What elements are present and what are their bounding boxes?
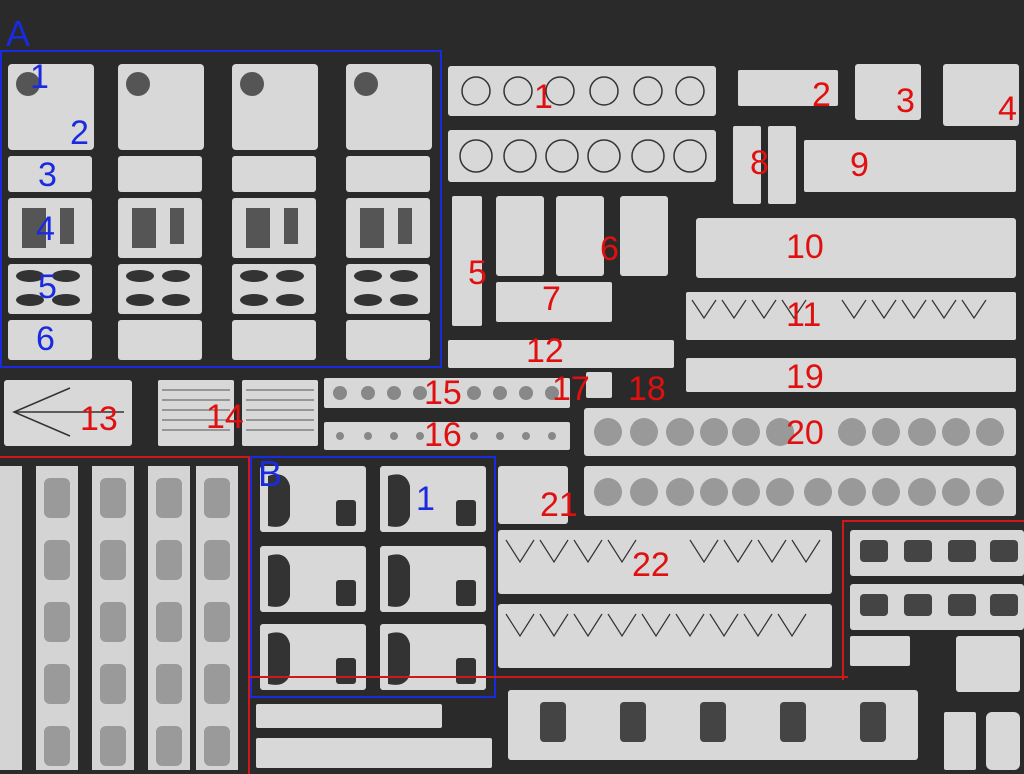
a-label-3: 3: [38, 156, 57, 194]
red-label-2: 2: [812, 76, 831, 114]
red-label-14: 14: [206, 398, 244, 436]
red-label-13: 13: [80, 400, 118, 438]
red-label-6: 6: [600, 230, 619, 268]
section-a-letter: A: [6, 13, 31, 54]
red-label-9: 9: [850, 146, 869, 184]
red-label-17: 17: [552, 370, 590, 408]
red-label-4: 4: [998, 90, 1017, 128]
red-label-1: 1: [534, 78, 553, 116]
red-label-15: 15: [424, 374, 462, 412]
red-label-10: 10: [786, 228, 824, 266]
red-label-5: 5: [468, 254, 487, 292]
b-label-1: 1: [416, 480, 435, 518]
red-label-11: 11: [786, 296, 822, 334]
red-label-3: 3: [896, 82, 915, 120]
red-label-18: 18: [628, 370, 666, 408]
red-label-8: 8: [750, 144, 769, 182]
a-label-6: 6: [36, 320, 55, 358]
red-label-20: 20: [786, 414, 824, 452]
red-label-22: 22: [632, 546, 670, 584]
red-label-7: 7: [542, 280, 561, 318]
a-label-4: 4: [36, 210, 55, 248]
section-b-letter: B: [258, 453, 283, 494]
a-label-1: 1: [30, 58, 49, 96]
red-label-21: 21: [540, 486, 578, 524]
a-label-5: 5: [38, 268, 57, 306]
red-label-12: 12: [526, 332, 564, 370]
a-label-2: 2: [70, 114, 89, 152]
red-label-19: 19: [786, 358, 824, 396]
red-label-16: 16: [424, 416, 462, 454]
